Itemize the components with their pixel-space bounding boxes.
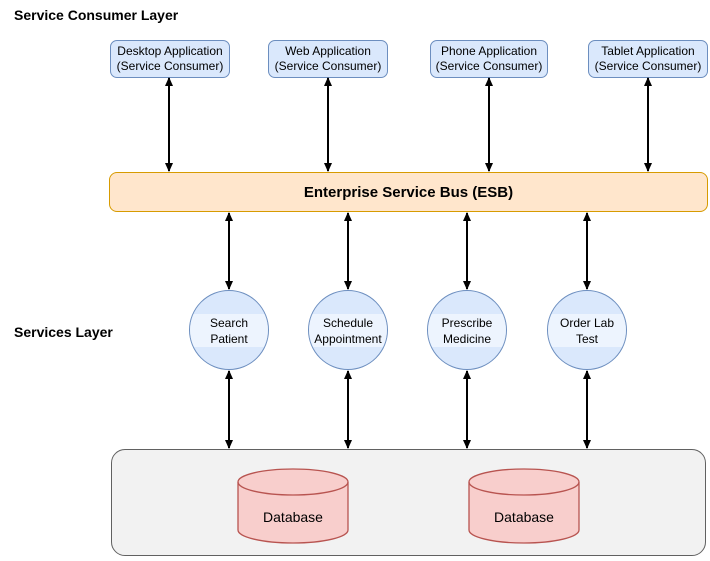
node-schedule-appointment-label: Schedule Appointment bbox=[314, 316, 382, 346]
database-cylinder-icon bbox=[468, 468, 580, 544]
arrow-esb-order-lab-test bbox=[586, 213, 588, 289]
node-phone-application-label: Phone Application (Service Consumer) bbox=[435, 44, 543, 73]
database-cylinder-icon bbox=[237, 468, 349, 544]
label-background bbox=[190, 314, 268, 347]
node-desktop-application: Desktop Application (Service Consumer) bbox=[110, 40, 230, 78]
arrow-esb-search-patient bbox=[228, 213, 230, 289]
node-tablet-application-label: Tablet Application (Service Consumer) bbox=[594, 44, 702, 73]
arrow-desktop-esb bbox=[168, 78, 170, 171]
esb-label: Enterprise Service Bus (ESB) bbox=[303, 183, 514, 201]
node-database-2: Database bbox=[468, 468, 580, 544]
node-phone-application: Phone Application (Service Consumer) bbox=[430, 40, 548, 78]
data-layer-container bbox=[111, 449, 706, 556]
arrow-schedule-appointment-datalayer bbox=[347, 371, 349, 448]
label-background bbox=[548, 314, 626, 347]
node-search-patient: Search Patient bbox=[189, 290, 269, 370]
node-prescribe-medicine-label: Prescribe Medicine bbox=[441, 316, 493, 346]
node-tablet-application: Tablet Application (Service Consumer) bbox=[588, 40, 708, 78]
node-web-application-label: Web Application (Service Consumer) bbox=[274, 44, 382, 73]
label-background bbox=[428, 314, 506, 347]
node-prescribe-medicine: Prescribe Medicine bbox=[427, 290, 507, 370]
node-enterprise-service-bus: Enterprise Service Bus (ESB) bbox=[109, 172, 708, 212]
node-database-2-label: Database bbox=[494, 509, 554, 525]
arrow-esb-schedule-appointment bbox=[347, 213, 349, 289]
arrow-search-patient-datalayer bbox=[228, 371, 230, 448]
arrow-phone-esb bbox=[488, 78, 490, 171]
arrow-web-esb bbox=[327, 78, 329, 171]
arrow-prescribe-medicine-datalayer bbox=[466, 371, 468, 448]
node-desktop-application-label: Desktop Application (Service Consumer) bbox=[116, 44, 224, 73]
node-web-application: Web Application (Service Consumer) bbox=[268, 40, 388, 78]
node-order-lab-test-label: Order Lab Test bbox=[559, 316, 615, 346]
arrow-esb-prescribe-medicine bbox=[466, 213, 468, 289]
label-background bbox=[309, 314, 387, 347]
arrow-order-lab-test-datalayer bbox=[586, 371, 588, 448]
service-consumer-layer-label: Service Consumer Layer bbox=[14, 7, 179, 23]
node-schedule-appointment: Schedule Appointment bbox=[308, 290, 388, 370]
node-database-1: Database bbox=[237, 468, 349, 544]
node-database-1-label: Database bbox=[263, 509, 323, 525]
node-order-lab-test: Order Lab Test bbox=[547, 290, 627, 370]
arrow-tablet-esb bbox=[647, 78, 649, 171]
services-layer-label: Services Layer bbox=[14, 324, 113, 340]
node-search-patient-label: Search Patient bbox=[209, 316, 249, 346]
